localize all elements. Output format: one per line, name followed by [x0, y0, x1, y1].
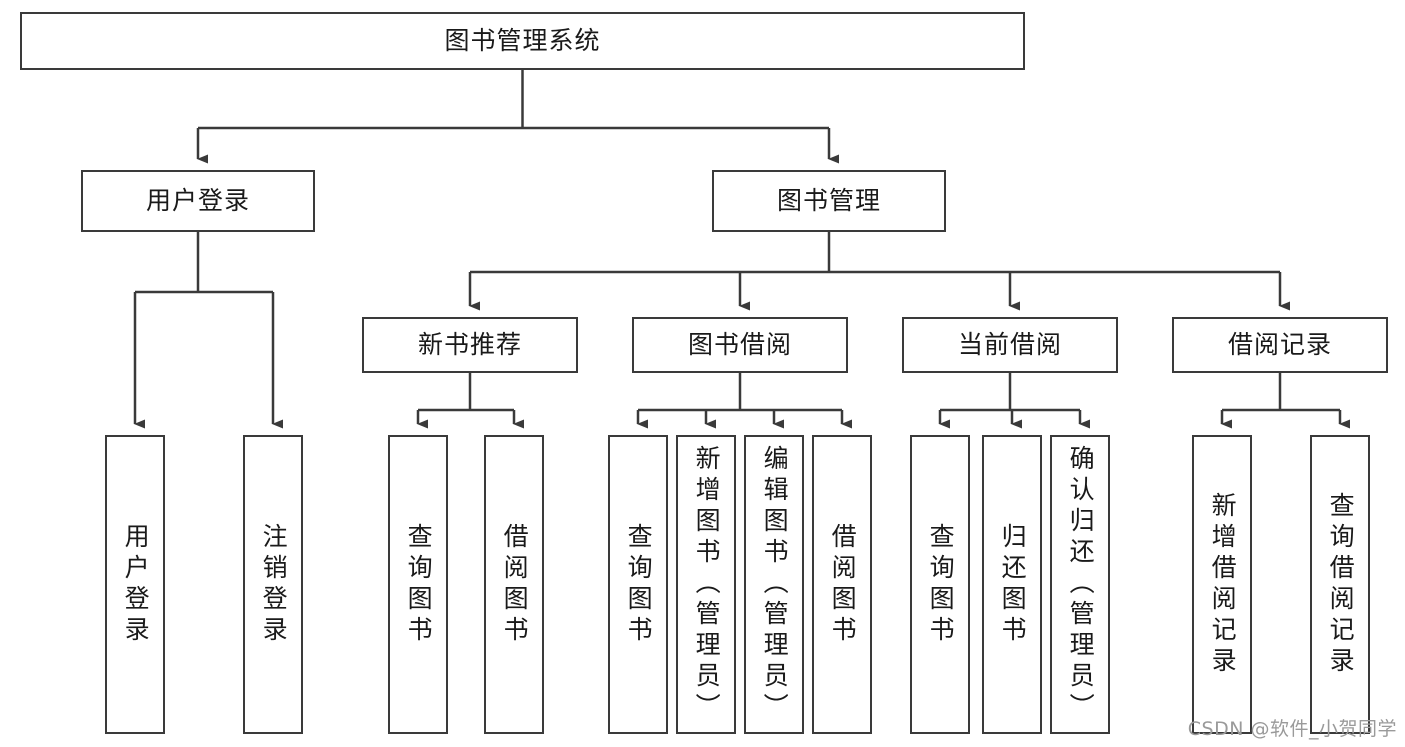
node-label: 注销登录: [259, 522, 289, 647]
node-current-borrow[interactable]: 当前借阅: [902, 317, 1118, 373]
node-leaf-add-record[interactable]: 新增借阅记录: [1192, 435, 1252, 734]
node-book-manage[interactable]: 图书管理: [712, 170, 946, 232]
node-root[interactable]: 图书管理系统: [20, 12, 1025, 70]
node-leaf-query-book-2[interactable]: 查询图书: [608, 435, 668, 734]
node-leaf-borrow-book-2[interactable]: 借阅图书: [812, 435, 872, 734]
node-leaf-query-book-1[interactable]: 查询图书: [388, 435, 448, 734]
node-label: 查询图书: [624, 522, 654, 647]
node-new-book-rec[interactable]: 新书推荐: [362, 317, 578, 373]
node-leaf-confirm-return[interactable]: 确认归还（管理员）: [1050, 435, 1110, 734]
node-leaf-logout[interactable]: 注销登录: [243, 435, 303, 734]
watermark-text: CSDN @软件_小贺同学: [1187, 718, 1397, 740]
node-label: 归还图书: [998, 522, 1028, 647]
node-leaf-borrow-book-1[interactable]: 借阅图书: [484, 435, 544, 734]
node-label: 新增图书（管理员）: [692, 445, 722, 724]
node-book-borrow[interactable]: 图书借阅: [632, 317, 848, 373]
node-leaf-user-login[interactable]: 用户登录: [105, 435, 165, 734]
node-user-login[interactable]: 用户登录: [81, 170, 315, 232]
node-label: 图书管理系统: [444, 26, 601, 56]
node-label: 新增借阅记录: [1208, 491, 1238, 678]
node-leaf-query-record[interactable]: 查询借阅记录: [1310, 435, 1370, 734]
node-label: 图书借阅: [687, 330, 792, 360]
node-label: 当前借阅: [957, 330, 1062, 360]
node-leaf-return-book[interactable]: 归还图书: [982, 435, 1042, 734]
node-borrow-record[interactable]: 借阅记录: [1172, 317, 1388, 373]
node-label: 查询借阅记录: [1326, 491, 1356, 678]
node-label: 用户登录: [145, 186, 250, 216]
node-leaf-add-book[interactable]: 新增图书（管理员）: [676, 435, 736, 734]
node-label: 新书推荐: [417, 330, 522, 360]
node-leaf-query-book-3[interactable]: 查询图书: [910, 435, 970, 734]
node-label: 编辑图书（管理员）: [760, 445, 790, 724]
node-label: 借阅记录: [1227, 330, 1332, 360]
node-label: 确认归还（管理员）: [1066, 445, 1096, 724]
node-label: 借阅图书: [828, 522, 858, 647]
node-leaf-edit-book[interactable]: 编辑图书（管理员）: [744, 435, 804, 734]
node-label: 用户登录: [121, 522, 151, 647]
node-label: 查询图书: [404, 522, 434, 647]
node-label: 图书管理: [776, 186, 881, 216]
node-label: 查询图书: [926, 522, 956, 647]
node-label: 借阅图书: [500, 522, 530, 647]
